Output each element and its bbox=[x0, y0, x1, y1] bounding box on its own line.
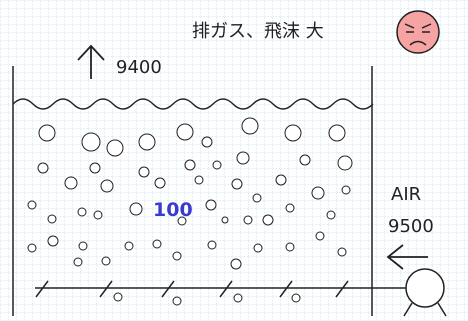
annoyed-face-icon bbox=[396, 10, 440, 54]
tank-label: 100 bbox=[153, 199, 193, 221]
inflow-label: AIR bbox=[391, 184, 421, 205]
header-text: 排ガス、飛沫 大 bbox=[192, 21, 324, 42]
outflow-value: 9400 bbox=[116, 57, 162, 78]
bubbles bbox=[27, 117, 353, 306]
inflow-arrow-icon bbox=[386, 244, 428, 270]
water-surface bbox=[12, 98, 374, 110]
outflow-arrow-icon bbox=[77, 44, 105, 79]
inflow-value: 9500 bbox=[388, 216, 434, 237]
blower-icon bbox=[403, 268, 447, 317]
diffuser-vents bbox=[35, 280, 349, 298]
